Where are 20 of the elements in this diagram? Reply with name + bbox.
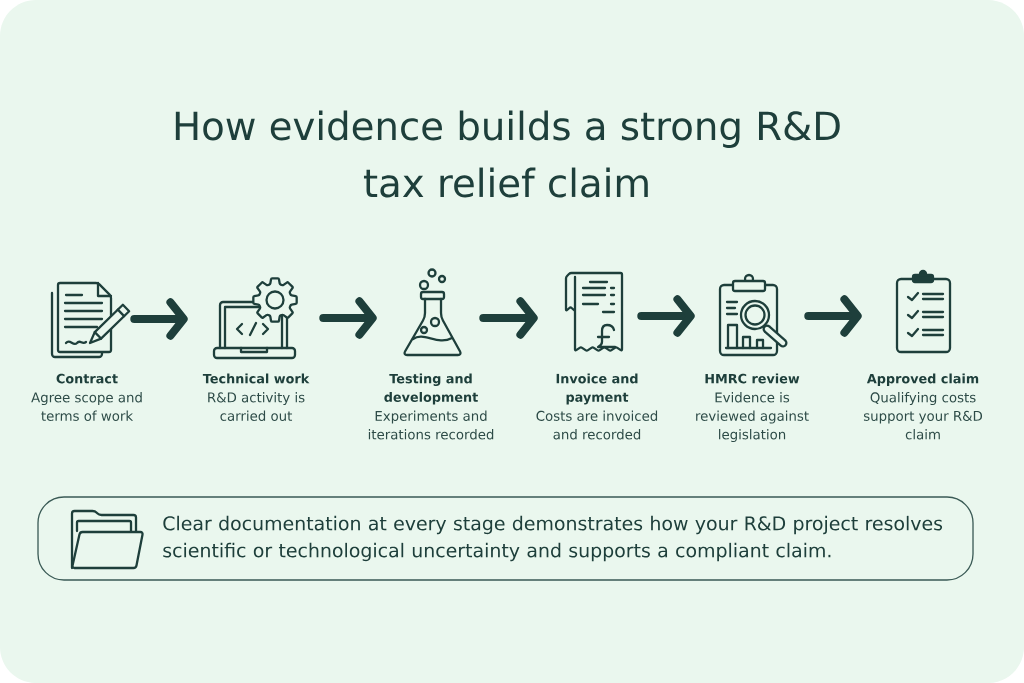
stage-heading: HMRC review (705, 373, 800, 384)
stage-heading: Invoice and payment (556, 373, 638, 405)
stage-description: R&D activity is carried out (208, 392, 305, 421)
stage-description: Evidence is reviewed against legislation (696, 392, 809, 443)
title: How evidence builds a strong R&D tax relief claim (175, 110, 840, 198)
flask-icon (403, 268, 462, 357)
receipt-icon (564, 271, 624, 352)
stage-heading: Technical work (202, 373, 310, 384)
clipboard-magnifier-icon (718, 273, 788, 357)
document-pencil-icon (50, 281, 131, 359)
stage-description: Experiments and iterations recorded (368, 410, 494, 440)
stage-description: Agree scope and terms of work (31, 392, 142, 421)
stage-description: Costs are invoiced and recorded (536, 410, 658, 440)
clipboard-checklist-icon (895, 269, 952, 354)
note-box: Clear documentation at every stage demonstrates how your R&D project resolves scientific or technological uncertainty and supports a compliant claim. (37, 496, 974, 581)
stage-heading: Testing and development (384, 373, 478, 405)
stage-heading: Approved claim (866, 373, 979, 386)
stage-heading: Contract (56, 373, 118, 384)
stage-description: Qualifying costs support your R&D claim (863, 392, 983, 440)
laptop-gear-icon (212, 277, 298, 360)
